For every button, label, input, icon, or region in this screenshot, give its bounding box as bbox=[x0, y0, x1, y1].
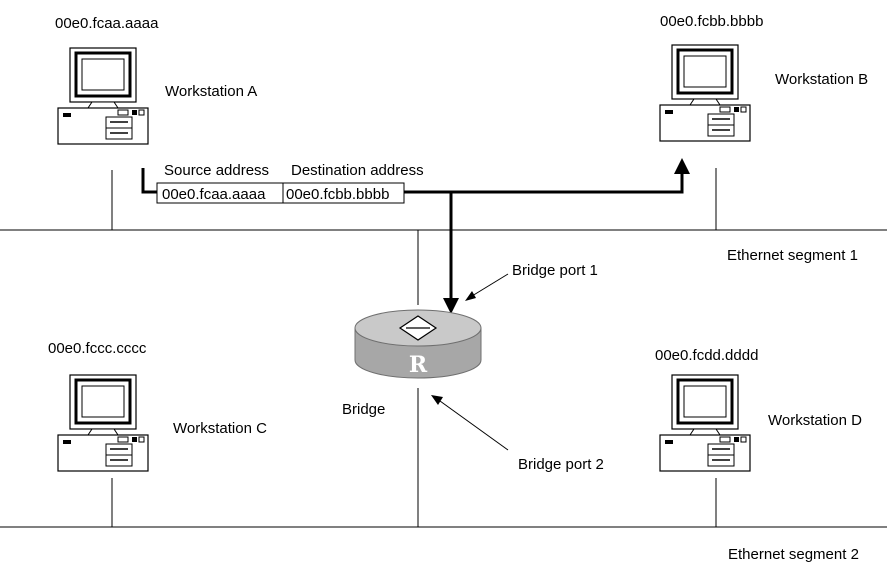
workstation-d-label: Workstation D bbox=[768, 412, 862, 429]
frame-destination-box bbox=[282, 182, 405, 204]
workstation-d-mac: 00e0.fcdd.dddd bbox=[655, 347, 758, 364]
bridge-port2-label: Bridge port 2 bbox=[518, 456, 604, 473]
frame-path-to-b bbox=[404, 172, 684, 194]
workstation-d-computer-icon bbox=[658, 373, 752, 473]
frame-path-from-a bbox=[141, 168, 157, 194]
ethernet-segment-2-label: Ethernet segment 2 bbox=[728, 546, 859, 563]
workstation-b-label: Workstation B bbox=[775, 71, 868, 88]
frame-source-value: 00e0.fcaa.aaaa bbox=[162, 186, 266, 203]
port2-pointer-line bbox=[439, 400, 509, 451]
ethernet-segment-1-label: Ethernet segment 1 bbox=[727, 247, 858, 264]
workstation-a-label: Workstation A bbox=[165, 83, 257, 100]
frame-destination-value: 00e0.fcbb.bbbb bbox=[286, 186, 389, 203]
port1-pointer-line bbox=[471, 273, 509, 297]
bridge-label: Bridge bbox=[342, 401, 385, 418]
workstation-b-mac: 00e0.fcbb.bbbb bbox=[660, 13, 763, 30]
arrow-to-b-arrowhead bbox=[674, 158, 690, 174]
workstation-b-computer-icon bbox=[658, 43, 752, 143]
bridge-icon-letter: R bbox=[409, 352, 428, 378]
workstation-c-label: Workstation C bbox=[173, 420, 267, 437]
port1-pointer-arrowhead bbox=[465, 291, 476, 301]
bridge-port1-label: Bridge port 1 bbox=[512, 262, 598, 279]
port2-pointer-arrowhead bbox=[431, 395, 443, 405]
bridge-router-icon: R bbox=[354, 309, 482, 379]
workstation-c-mac: 00e0.fccc.cccc bbox=[48, 340, 147, 357]
arrow-to-bridge-arrowhead bbox=[443, 298, 459, 314]
workstation-a-mac: 00e0.fcaa.aaaa bbox=[55, 15, 159, 32]
workstation-c-computer-icon bbox=[56, 373, 150, 473]
workstation-a-computer-icon bbox=[56, 46, 150, 146]
frame-destination-header: Destination address bbox=[291, 162, 424, 179]
frame-source-header: Source address bbox=[164, 162, 269, 179]
